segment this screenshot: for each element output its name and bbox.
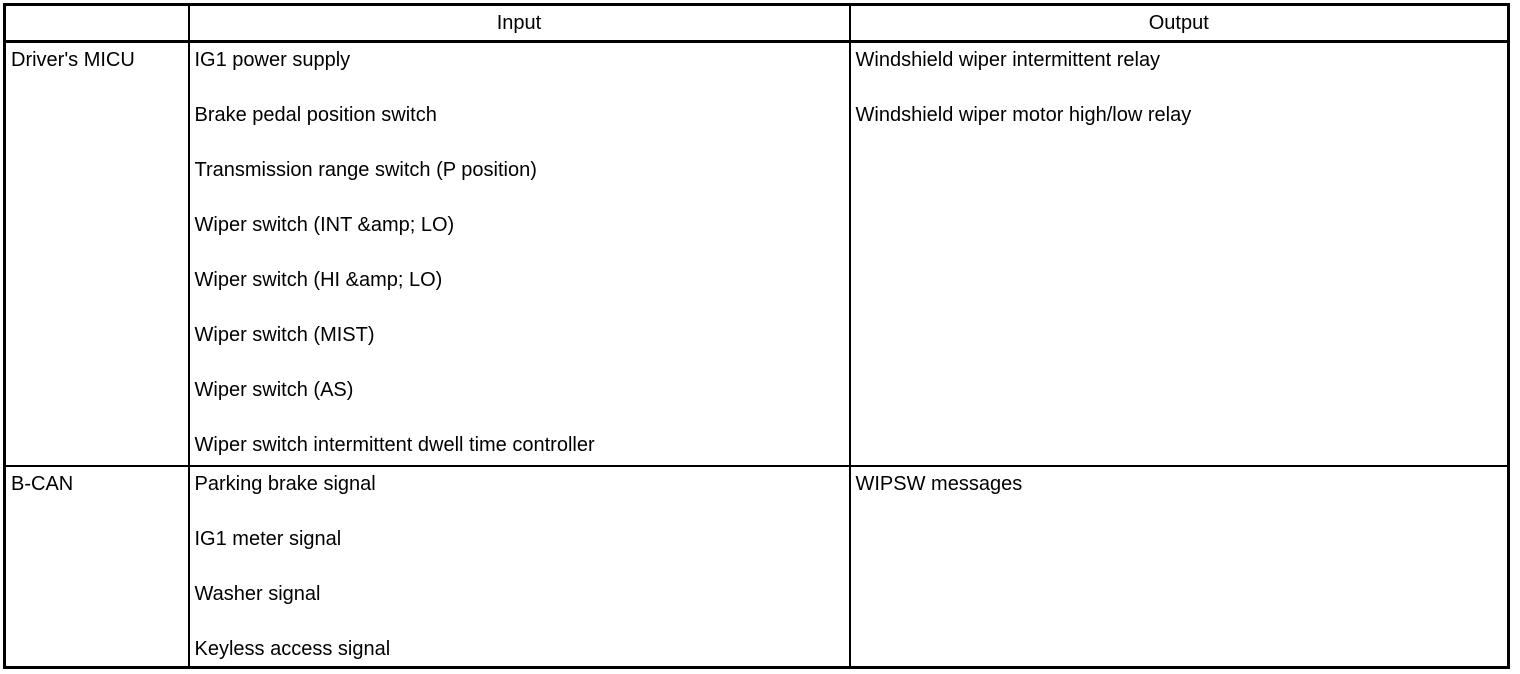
header-input-cell: Input [187, 3, 851, 43]
input-output-table: Input Output Driver's MICU IG1 power sup… [3, 3, 1510, 669]
input-item: Wiper switch (INT &amp; LO) [194, 214, 455, 236]
output-cell: WIPSW messages [848, 464, 1510, 668]
input-item: Wiper switch (AS) [194, 379, 354, 401]
input-cell: IG1 power supply Brake pedal position sw… [187, 40, 851, 467]
input-item: Keyless access signal [194, 637, 391, 660]
input-item: Washer signal [194, 582, 321, 605]
input-item: Brake pedal position switch [194, 104, 437, 126]
input-item: Wiper switch (HI &amp; LO) [194, 269, 443, 291]
output-item: WIPSW messages [855, 472, 1023, 495]
input-item: IG1 power supply [194, 49, 351, 71]
source-cell: Driver's MICU [3, 40, 190, 467]
source-label: B-CAN [11, 472, 74, 495]
header-row: Input Output [3, 3, 1510, 43]
header-output-cell: Output [848, 3, 1510, 43]
input-item: Wiper switch (MIST) [194, 324, 375, 346]
input-item: Transmission range switch (P position) [194, 159, 537, 181]
input-item: Wiper switch intermittent dwell time con… [194, 434, 595, 456]
input-cell: Parking brake signal IG1 meter signal Wa… [187, 464, 851, 668]
header-source-cell [3, 3, 190, 43]
input-item: IG1 meter signal [194, 527, 342, 550]
source-cell: B-CAN [3, 464, 190, 668]
output-item: Windshield wiper motor high/low relay [855, 104, 1192, 126]
output-cell: Windshield wiper intermittent relay Wind… [848, 40, 1510, 467]
table-row-drivers-micu: Driver's MICU IG1 power supply Brake ped… [3, 40, 1510, 467]
table-row-b-can: B-CAN Parking brake signal IG1 meter sig… [3, 464, 1510, 668]
input-item: Parking brake signal [194, 472, 376, 495]
output-item: Windshield wiper intermittent relay [855, 49, 1161, 71]
source-label: Driver's MICU [11, 49, 135, 71]
